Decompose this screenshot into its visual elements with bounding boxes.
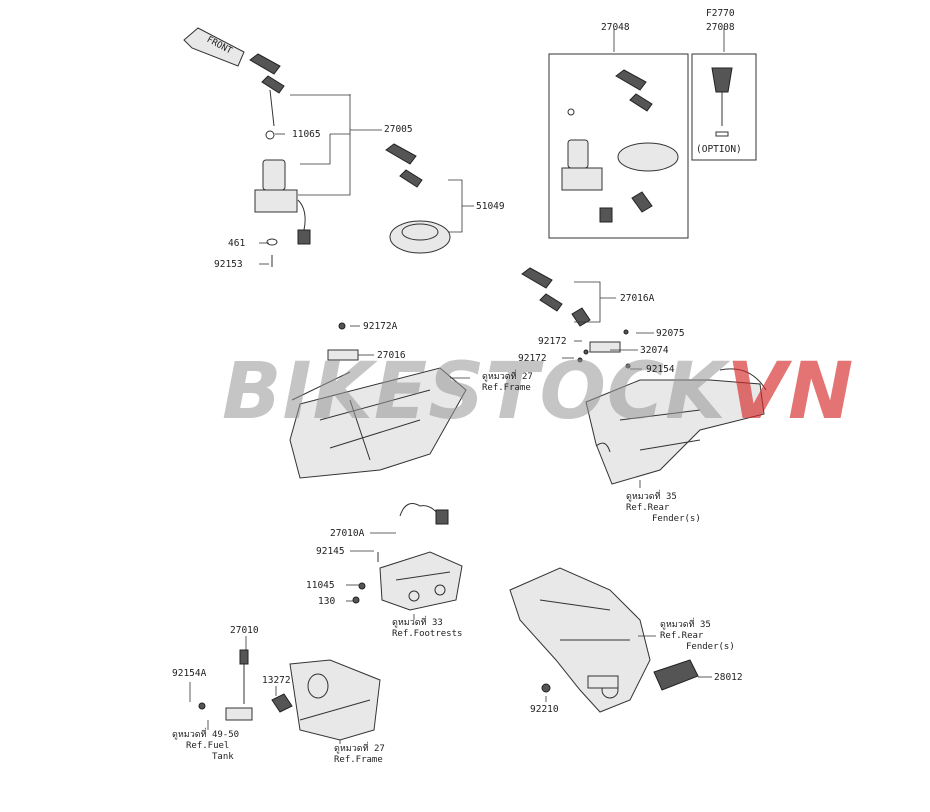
part-label-461: 461 [228, 238, 246, 249]
key-top-left [249, 53, 285, 127]
ref-rear-fender-bottom-line3: Fender(s) [686, 642, 735, 652]
assembly-box-parts [561, 69, 679, 223]
rear-fender-bottom [509, 567, 699, 713]
part-label-27005: 27005 [384, 124, 413, 135]
part-label-27016: 27016 [377, 350, 406, 361]
ref-rear-fender-top: ดูหมวดที่ 35 Ref.Rear Fender(s) [626, 492, 701, 525]
option-box [691, 53, 757, 161]
central-frame [289, 322, 467, 479]
part-label-13272: 13272 [262, 675, 291, 686]
ref-rear-fender-bottom: ดูหมวดที่ 35 Ref.Rear Fender(s) [660, 620, 735, 653]
part-label-51049: 51049 [476, 201, 505, 212]
ref-footrests-line2: Ref.Footrests [392, 629, 463, 639]
part-label-27010: 27010 [230, 625, 259, 636]
part-label-32074: 32074 [640, 345, 669, 356]
ref-fuel-tank-line2: Ref.Fuel [186, 741, 230, 751]
assembly-box [548, 53, 689, 239]
footrest-bracket [352, 503, 463, 611]
rear-fender-top [585, 368, 767, 485]
part-label-92210: 92210 [530, 704, 559, 715]
ref-frame-bottom-line1: ดูหมวดที่ 27 [334, 744, 385, 754]
ref-frame-top-line2: Ref.Frame [482, 383, 531, 393]
ref-fuel-tank-line1: ดูหมวดที่ 49-50 [172, 730, 240, 740]
part-label-92154: 92154 [646, 364, 675, 375]
ref-fuel-tank-line3: Tank [212, 752, 234, 762]
part-label-92172a: 92172A [363, 321, 398, 332]
option-key [711, 67, 733, 137]
ref-footrests: ดูหมวดที่ 33 Ref.Footrests [392, 618, 462, 640]
part-label-27048: 27048 [601, 22, 630, 33]
part-label-92154a: 92154A [172, 668, 207, 679]
ref-rear-fender-bottom-line1: ดูหมวดที่ 35 [660, 620, 711, 630]
ref-frame-top-line1: ดูหมวดที่ 27 [482, 372, 533, 382]
front-arrow: FRONT [183, 27, 245, 67]
option-note-label: (OPTION) [696, 144, 742, 155]
fuel-tank-parts [198, 649, 381, 741]
ref-rear-fender-top-line1: ดูหมวดที่ 35 [626, 492, 677, 502]
watermark-main: BIKESTOCK [222, 347, 727, 437]
part-label-92075: 92075 [656, 328, 685, 339]
ref-rear-fender-top-line2: Ref.Rear [626, 503, 670, 513]
leader-lines [189, 28, 725, 744]
ignition-switch-left [254, 130, 311, 267]
ref-rear-fender-top-line3: Fender(s) [652, 514, 701, 524]
ref-frame-bottom: ดูหมวดที่ 27 Ref.Frame [334, 744, 385, 766]
watermark-accent: VN [726, 347, 855, 437]
part-label-92172-right-2: 92172 [518, 353, 547, 364]
part-label-130: 130 [318, 596, 336, 607]
ref-rear-fender-bottom-line2: Ref.Rear [660, 631, 704, 641]
part-label-28012: 28012 [714, 672, 743, 683]
option-ref-label: F2770 [706, 8, 735, 19]
ref-fuel-tank: ดูหมวดที่ 49-50 Ref.Fuel Tank [172, 730, 239, 763]
part-label-92145: 92145 [316, 546, 345, 557]
part-label-92153: 92153 [214, 259, 243, 270]
part-label-11065: 11065 [292, 129, 321, 140]
part-label-27016a: 27016A [620, 293, 655, 304]
option-part-label: 27008 [706, 22, 735, 33]
watermark: BIKESTOCKVN [222, 352, 854, 432]
ref-footrests-line1: ดูหมวดที่ 33 [392, 618, 443, 628]
key-set-right [521, 267, 631, 369]
part-label-11045: 11045 [306, 580, 335, 591]
ref-frame-top: ดูหมวดที่ 27 Ref.Frame [482, 372, 533, 394]
part-label-92172-right: 92172 [538, 336, 567, 347]
keys-fuel-cap [385, 143, 451, 254]
part-label-27010a: 27010A [330, 528, 365, 539]
ref-frame-bottom-line2: Ref.Frame [334, 755, 383, 765]
